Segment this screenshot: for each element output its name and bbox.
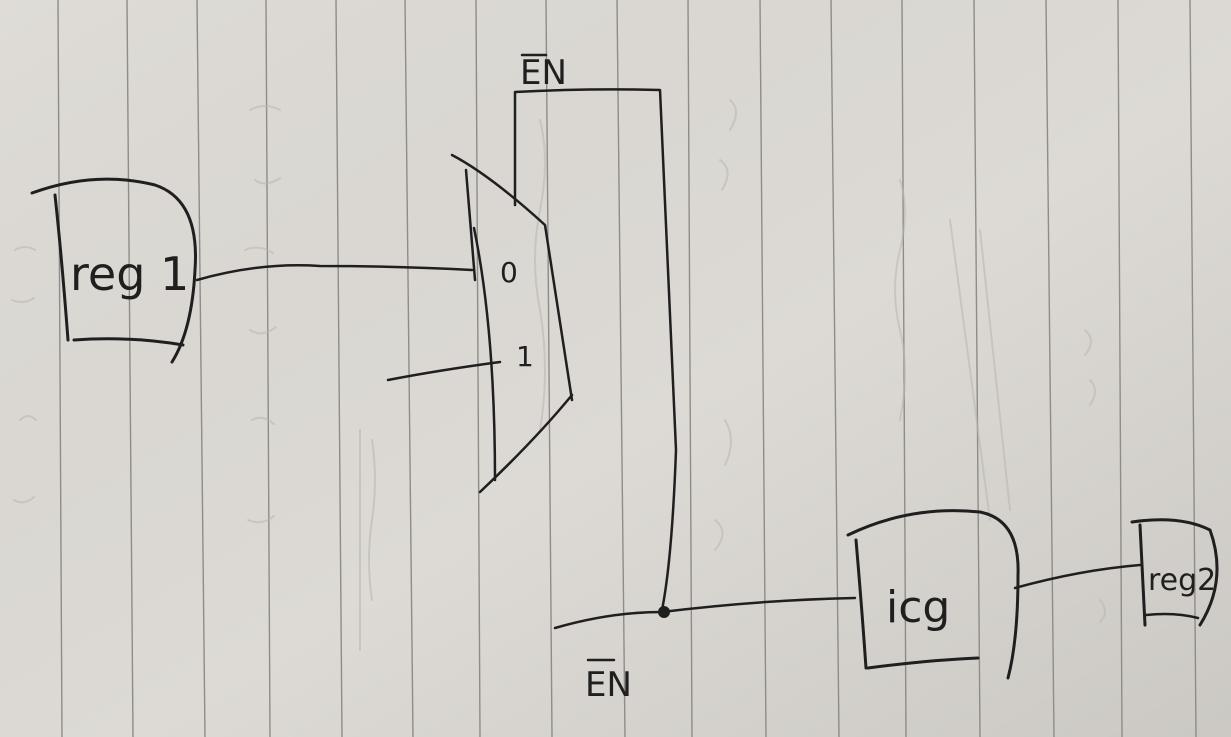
ruled-line	[404, 0, 414, 737]
ruled-line	[335, 0, 343, 737]
ruled-line	[126, 0, 134, 737]
ruled-lines	[57, 0, 1197, 737]
ruled-line	[196, 0, 206, 737]
ruled-line	[1045, 0, 1055, 737]
reg1-to-mux-wire	[195, 264, 474, 282]
ruled-line	[973, 0, 981, 737]
icg-to-reg2-wire	[1013, 563, 1142, 590]
ghost-ink-stroke	[244, 105, 281, 524]
ruled-line	[57, 0, 63, 737]
ghost-ink-stroke	[359, 429, 376, 651]
ruled-line	[475, 0, 481, 737]
mux-input-0-label: 0	[500, 256, 518, 289]
reg2-label: reg2	[1148, 563, 1216, 598]
reg2-block: reg2	[1130, 518, 1219, 627]
ruled-line	[687, 0, 693, 737]
enable-wire	[513, 88, 678, 612]
bleed-through-marks	[11, 99, 1106, 651]
enable-top-label: EN	[520, 53, 567, 93]
mux-input-1-label: 1	[516, 340, 534, 373]
icg-label: icg	[886, 582, 950, 633]
ruled-line	[1117, 0, 1123, 737]
reg1-block: reg 1	[30, 177, 197, 364]
ruled-line	[830, 0, 840, 737]
ghost-ink-stroke	[1084, 329, 1106, 623]
ghost-ink-stroke	[949, 219, 1011, 521]
enable-bottom-label: EN	[585, 665, 632, 705]
ruled-line	[759, 0, 767, 737]
wire-junction-dot	[658, 606, 670, 618]
ghost-ink-stroke	[714, 99, 737, 551]
ghost-ink-stroke	[894, 179, 906, 421]
feedback-wire	[386, 360, 502, 382]
ruled-line	[265, 0, 271, 737]
ghost-ink-stroke	[534, 119, 546, 431]
icg-block: icg	[846, 509, 1020, 680]
mux-symbol: 0 1	[450, 153, 574, 494]
ruled-line	[545, 0, 553, 737]
ghost-ink-stroke	[11, 246, 37, 504]
ruled-line	[1189, 0, 1197, 737]
reg1-label: reg 1	[70, 247, 189, 301]
